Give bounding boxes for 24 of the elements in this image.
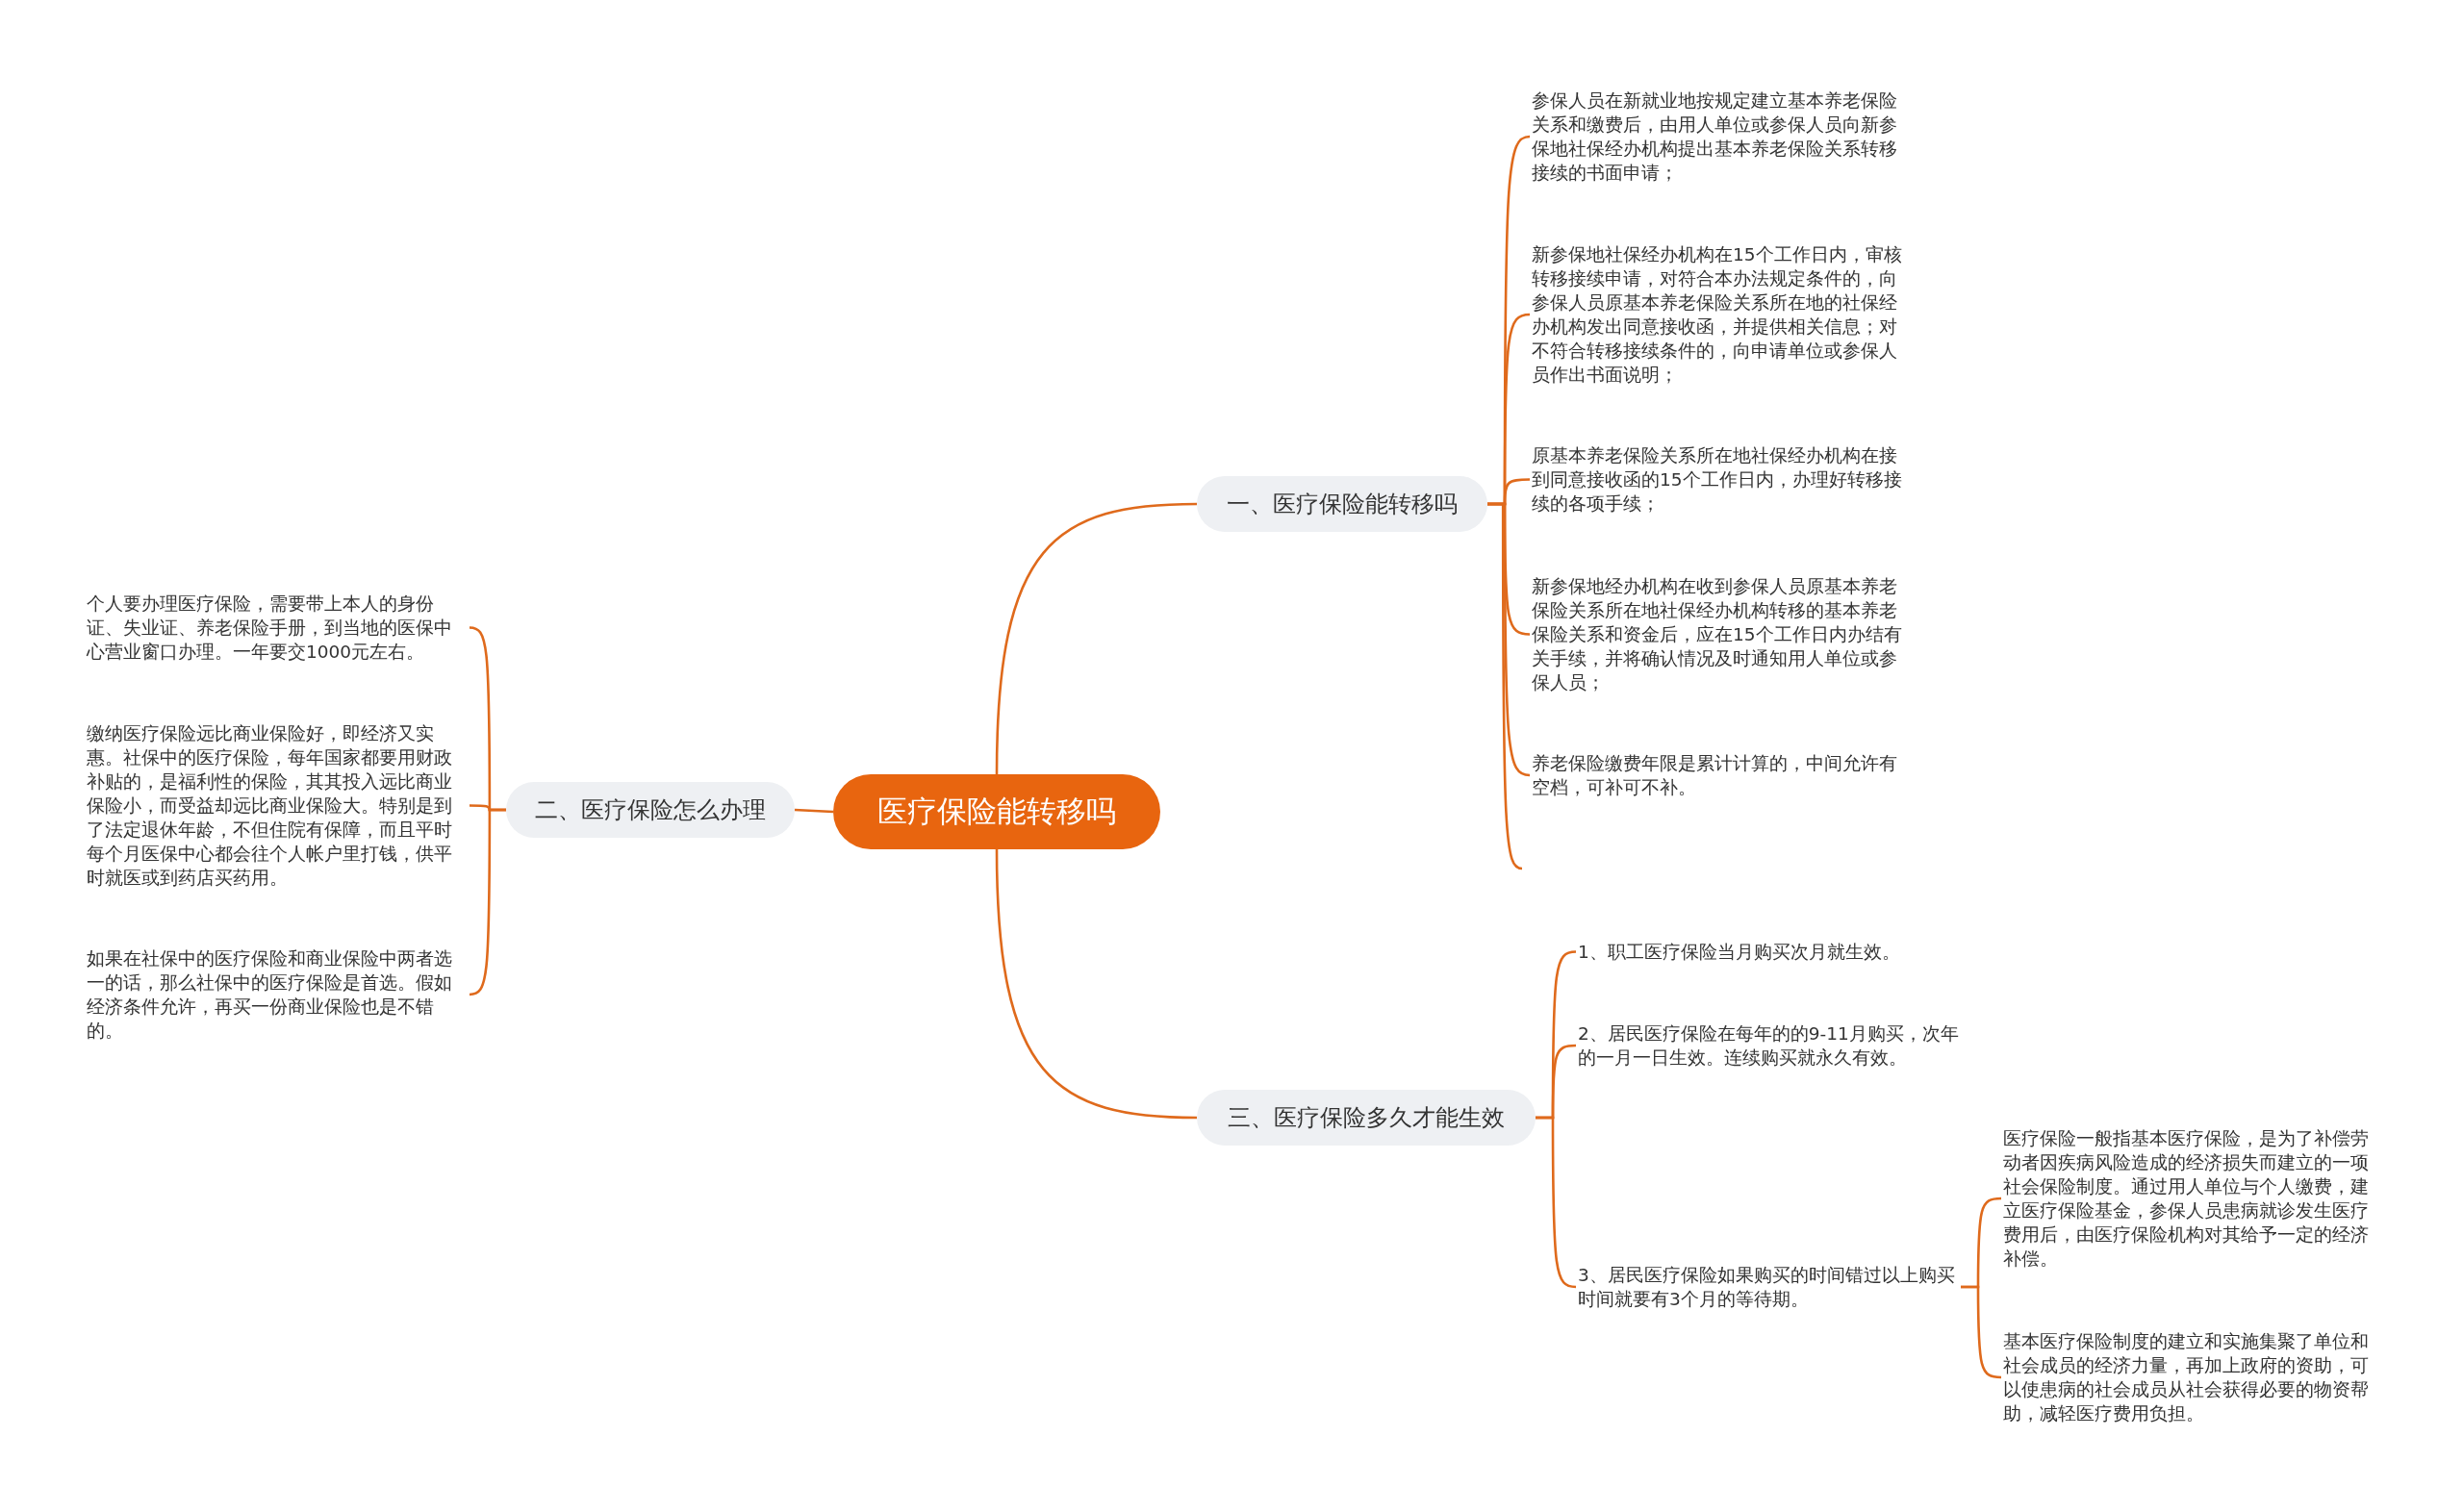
note-text: 原基本养老保险关系所在地社保经办机构在接到同意接收函的15个工作日内，办理好转移接续的各项手续； xyxy=(1530,443,1915,516)
central-topic: 医疗保险能转移吗 xyxy=(833,774,1160,849)
connector-line xyxy=(794,808,834,814)
connector-line xyxy=(995,502,1198,775)
connector-line xyxy=(469,808,506,996)
topic-pill: 三、医疗保险多久才能生效 xyxy=(1197,1090,1536,1146)
note-text: 基本医疗保险制度的建立和实施集聚了单位和社会成员的经济力量，再加上政府的资助，可以使患病的社会成员从社会获得必要的物资帮助，减轻医疗费用负担。 xyxy=(2001,1329,2386,1425)
note-text: 个人要办理医疗保险，需要带上本人的身份证、失业证、养老保险手册，到当地的医保中心营业窗口办理。一年要交1000元左右。 xyxy=(85,592,470,664)
topic-pill: 一、医疗保险能转移吗 xyxy=(1197,476,1487,532)
note-text: 2、居民医疗保险在每年的的9-11月购买，次年的一月一日生效。连续购买就永久有效。 xyxy=(1576,1021,1961,1070)
note-text: 参保人员在新就业地按规定建立基本养老保险关系和缴费后，由用人单位或参保人员向新参保地社保经办机构提出基本养老保险关系转移接续的书面申请； xyxy=(1530,88,1915,185)
note-text: 新参保地社保经办机构在15个工作日内，审核转移接续申请，对符合本办法规定条件的，向参保人员原基本养老保险关系所在地的社保经办机构发出同意接收函，并提供相关信息；对不符合转移接续条件的，向申请单位或参保人员作出书面说明； xyxy=(1530,242,1915,387)
note-text: 养老保险缴费年限是累计计算的，中间允许有空档，可补可不补。 xyxy=(1530,751,1915,799)
connector-line xyxy=(1961,1285,2002,1379)
note-text: 缴纳医疗保险远比商业保险好，即经济又实惠。社保中的医疗保险，每年国家都要用财政补贴的，是福利性的保险，其其投入远比商业保险小，而受益却远比商业保险大。特别是到了法定退休年龄，不但住院有保障，而且平时每个月医保中心都会往个人帐户里打钱，供平时就医或到药店买药用。 xyxy=(85,721,470,890)
note-text: 如果在社保中的医疗保险和商业保险中两者选一的话，那么社保中的医疗保险是首选。假如经济条件允许，再买一份商业保险也是不错的。 xyxy=(85,946,470,1043)
connector-line xyxy=(1536,1116,1577,1289)
note-text: 新参保地经办机构在收到参保人员原基本养老保险关系所在地社保经办机构转移的基本养老保险关系和资金后，应在15个工作日内办结有关手续，并将确认情况及时通知用人单位或参保人员； xyxy=(1530,574,1915,694)
connector-line xyxy=(1487,502,1523,870)
topic-pill: 二、医疗保险怎么办理 xyxy=(506,782,795,838)
note-text: 3、居民医疗保险如果购买的时间错过以上购买时间就要有3个月的等待期。 xyxy=(1576,1263,1961,1311)
note-text: 医疗保险一般指基本医疗保险，是为了补偿劳动者因疾病风险造成的经济损失而建立的一项社会保险制度。通过用人单位与个人缴费，建立医疗保险基金，参保人员患病就诊发生医疗费用后，由医疗保险机构对其给予一定的经济补偿。 xyxy=(2001,1126,2386,1271)
note-text: 1、职工医疗保险当月购买次月就生效。 xyxy=(1576,940,1961,964)
connector-line xyxy=(995,848,1198,1120)
